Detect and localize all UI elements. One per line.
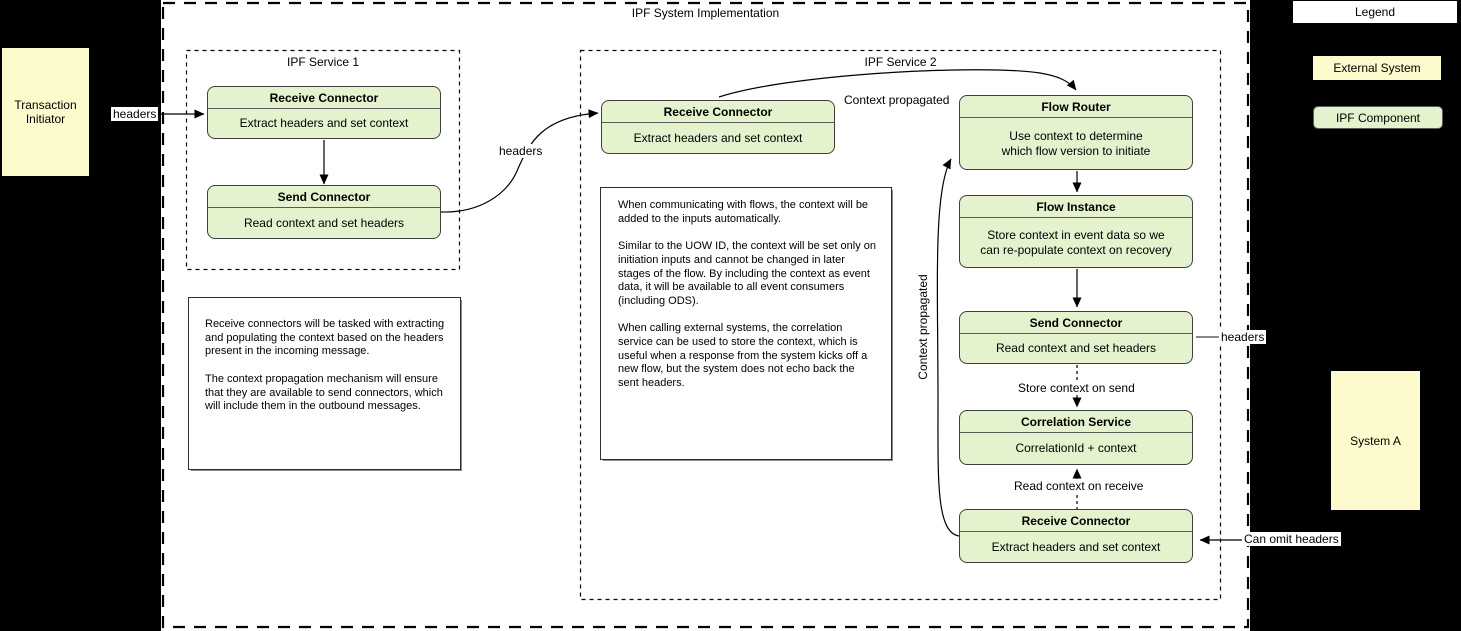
label-read-context: Read context on receive [1012,479,1146,493]
legend-title: Legend [1354,5,1396,19]
diagram-title: IPF System Implementation [631,6,780,20]
svc2-note: When communicating with flows, the conte… [600,187,892,460]
service2-title: IPF Service 2 [864,55,937,69]
svc2-flow-instance-body: Store context in event data so we can re… [980,227,1172,257]
legend-ipf-component: IPF Component [1313,106,1443,129]
svc1-note: Receive connectors will be tasked with e… [188,297,461,470]
legend-title-box: Legend [1293,1,1457,23]
legend-ipf-component-label: IPF Component [1335,110,1421,125]
label-headers-in: headers [111,107,159,121]
svc2-flow-router: Flow Router Use context to determine whi… [959,95,1193,170]
svc2-receive-connector-bottom: Receive Connector Extract headers and se… [959,509,1193,563]
svc1-send-connector: Send Connector Read context and set head… [207,185,441,239]
svc2-flow-instance: Flow Instance Store context in event dat… [959,195,1193,268]
svc2-flow-router-body: Use context to determine which flow vers… [1001,128,1151,158]
label-store-context: Store context on send [1016,381,1137,395]
service1-boundary [185,49,461,271]
svc1-send-connector-body: Read context and set headers [243,215,405,230]
svc2-send-connector: Send Connector Read context and set head… [959,311,1193,364]
legend-external-system-label: External System [1333,61,1421,75]
svc2-send-connector-title: Send Connector [960,312,1192,334]
legend-external-system: External System [1313,56,1441,80]
svc1-receive-connector-body: Extract headers and set context [239,116,409,130]
label-headers-mid: headers [497,144,545,158]
arrow-context-propagated-side [936,158,960,537]
label-headers-out: headers [1219,330,1267,344]
svc2-correlation-service-title: Correlation Service [960,411,1192,433]
svc2-receive-connector: Receive Connector Extract headers and se… [601,100,835,154]
transaction-initiator-label: Transaction Initiator [14,98,77,126]
service1-title: IPF Service 1 [286,55,360,69]
svc2-receive-connector-title: Receive Connector [602,101,834,123]
svc2-flow-router-title: Flow Router [960,96,1192,118]
svc2-receive-connector-bottom-title: Receive Connector [960,510,1192,532]
svc2-receive-connector-body: Extract headers and set context [633,130,803,145]
transaction-initiator-node: Transaction Initiator [2,48,89,176]
svc1-receive-connector-title: Receive Connector [208,87,440,109]
svc2-flow-instance-title: Flow Instance [960,196,1192,218]
svc2-correlation-service-body: CorrelationId + context [1015,441,1137,455]
label-context-propagated-top: Context propagated [844,93,950,107]
svc1-receive-connector: Receive Connector Extract headers and se… [207,86,441,139]
label-context-propagated-side: Context propagated [916,274,930,380]
svc2-correlation-service: Correlation Service CorrelationId + cont… [959,410,1193,465]
system-boundary [161,1,1250,629]
arrow-context-propagated-top [718,69,1077,98]
svc2-receive-connector-bottom-body: Extract headers and set context [991,539,1161,554]
arrow-sc1-to-rc2 [440,109,599,213]
label-can-omit-headers: Can omit headers [1242,532,1341,546]
system-a-label: System A [1350,433,1401,448]
service2-boundary [579,49,1222,601]
system-a-node: System A [1331,371,1420,510]
svc1-send-connector-title: Send Connector [208,186,440,208]
svc2-send-connector-body: Read context and set headers [995,341,1157,355]
